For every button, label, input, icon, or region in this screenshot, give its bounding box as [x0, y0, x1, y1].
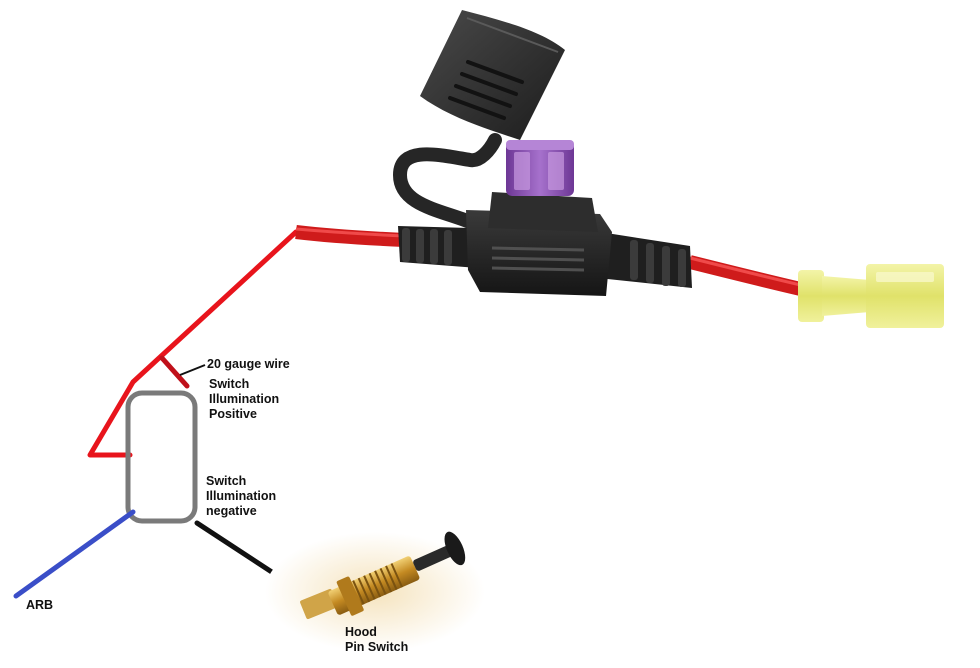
arb-wire — [13, 509, 136, 599]
hood-pin-switch-label: Hood Pin Switch — [345, 625, 408, 655]
wire-gauge-label: 20 gauge wire — [207, 357, 290, 371]
arb-label: ARB — [26, 598, 54, 612]
fuse-holder-assembly — [295, 10, 807, 297]
switch-illumination-negative-line-3: negative — [206, 504, 257, 518]
switch-illumination-positive-line-1: Switch — [209, 377, 250, 391]
cap-strap — [392, 133, 502, 229]
switch-illumination-negative-line-1: Switch — [206, 474, 247, 488]
positive-wire — [87, 229, 299, 458]
switch-illumination-negative-line-2: Illumination — [206, 489, 277, 503]
switch-illumination-positive-line-2: Illumination — [209, 392, 280, 406]
wire-gauge-leader — [179, 364, 206, 376]
blade-fuse — [506, 140, 574, 196]
switch-outline — [125, 390, 198, 524]
fuse-holder-right-boot — [598, 232, 692, 288]
switch-illumination-positive-line-3: Positive — [209, 407, 257, 421]
hood-pin-switch-icon — [265, 531, 485, 652]
fuse-holder-cap — [420, 10, 565, 140]
fuse-holder-left-boot — [398, 226, 478, 268]
switch-illumination-positive-label: Switch Illumination Positive — [209, 377, 279, 422]
fuse-holder-body — [466, 192, 612, 296]
switch-illumination-negative-label: Switch Illumination negative — [206, 474, 276, 519]
hood-pin-switch-line-1: Hood — [345, 625, 377, 639]
hood-pin-switch-line-2: Pin Switch — [345, 640, 409, 654]
spade-terminal-icon — [798, 264, 944, 328]
